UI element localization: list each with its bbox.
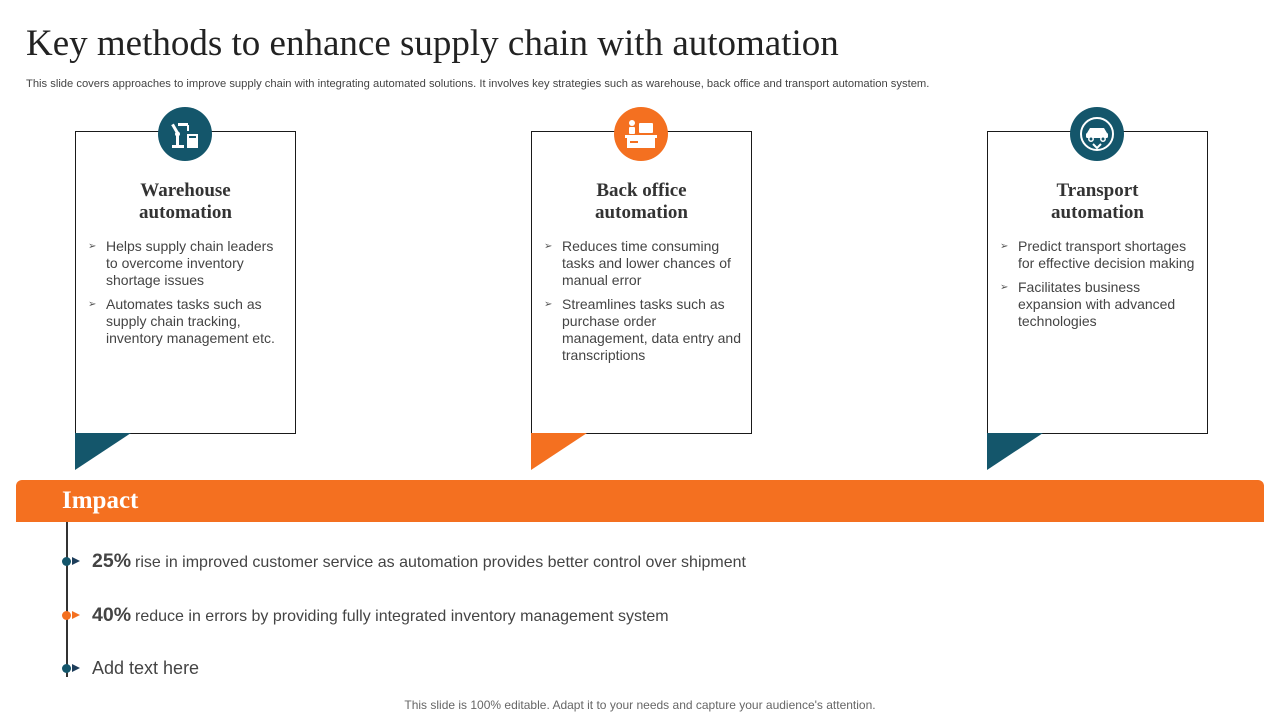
card-tail-decoration xyxy=(531,433,587,470)
arrow-bullet-icon: ➢ xyxy=(1000,282,1009,293)
card-back-office-automation: Back office automation ➢Reduces time con… xyxy=(531,131,752,434)
card-title: Warehouse automation xyxy=(139,180,232,223)
card-title: Transport automation xyxy=(1051,180,1144,223)
timeline-dot-icon xyxy=(62,663,71,673)
timeline-line xyxy=(66,522,68,677)
arrow-bullet-icon: ➢ xyxy=(544,299,553,310)
arrow-bullet-icon: ➢ xyxy=(88,299,97,310)
impact-item: Add text here xyxy=(62,658,199,678)
transport-car-icon xyxy=(1070,107,1124,161)
card-tail-decoration xyxy=(987,433,1043,470)
card-bullet-list: ➢Reduces time consuming tasks and lower … xyxy=(532,238,751,364)
list-item: ➢Predict transport shortages for effecti… xyxy=(1000,238,1195,271)
arrow-bullet-icon: ➢ xyxy=(544,241,553,252)
card-title: Back office automation xyxy=(595,180,688,223)
list-item: ➢Helps supply chain leaders to overcome … xyxy=(88,238,274,288)
card-tail-decoration xyxy=(75,433,131,470)
timeline-dot-icon xyxy=(62,556,71,566)
timeline-arrow-icon xyxy=(72,557,80,565)
impact-item: 25%rise in improved customer service as … xyxy=(62,549,746,572)
list-item: ➢Streamlines tasks such as purchase orde… xyxy=(544,296,742,363)
timeline-dot-icon xyxy=(62,610,71,620)
footer-note: This slide is 100% editable. Adapt it to… xyxy=(404,698,876,712)
timeline-arrow-icon xyxy=(72,664,80,672)
list-item: ➢Facilitates business expansion with adv… xyxy=(1000,279,1176,329)
page-title: Key methods to enhance supply chain with… xyxy=(26,23,839,64)
timeline-arrow-icon xyxy=(72,611,80,619)
card-transport-automation: Transport automation ➢Predict transport … xyxy=(987,131,1208,434)
page-subtitle: This slide covers approaches to improve … xyxy=(26,78,930,90)
impact-item-text: 25%rise in improved customer service as … xyxy=(92,549,746,572)
list-item: ➢Automates tasks such as supply chain tr… xyxy=(88,296,275,346)
arrow-bullet-icon: ➢ xyxy=(88,241,97,252)
card-warehouse-automation: Warehouse automation ➢Helps supply chain… xyxy=(75,131,296,434)
robot-arm-icon xyxy=(158,107,212,161)
list-item: ➢Reduces time consuming tasks and lower … xyxy=(544,238,731,288)
impact-header-bar: Impact xyxy=(16,480,1264,522)
impact-item: 40%reduce in errors by providing fully i… xyxy=(62,603,669,626)
card-bullet-list: ➢Predict transport shortages for effecti… xyxy=(988,238,1207,330)
office-desk-icon xyxy=(614,107,668,161)
impact-item-text: 40%reduce in errors by providing fully i… xyxy=(92,603,669,626)
impact-label: Impact xyxy=(62,487,139,514)
impact-placeholder-text[interactable]: Add text here xyxy=(92,657,200,678)
card-bullet-list: ➢Helps supply chain leaders to overcome … xyxy=(76,238,295,347)
arrow-bullet-icon: ➢ xyxy=(1000,241,1009,252)
